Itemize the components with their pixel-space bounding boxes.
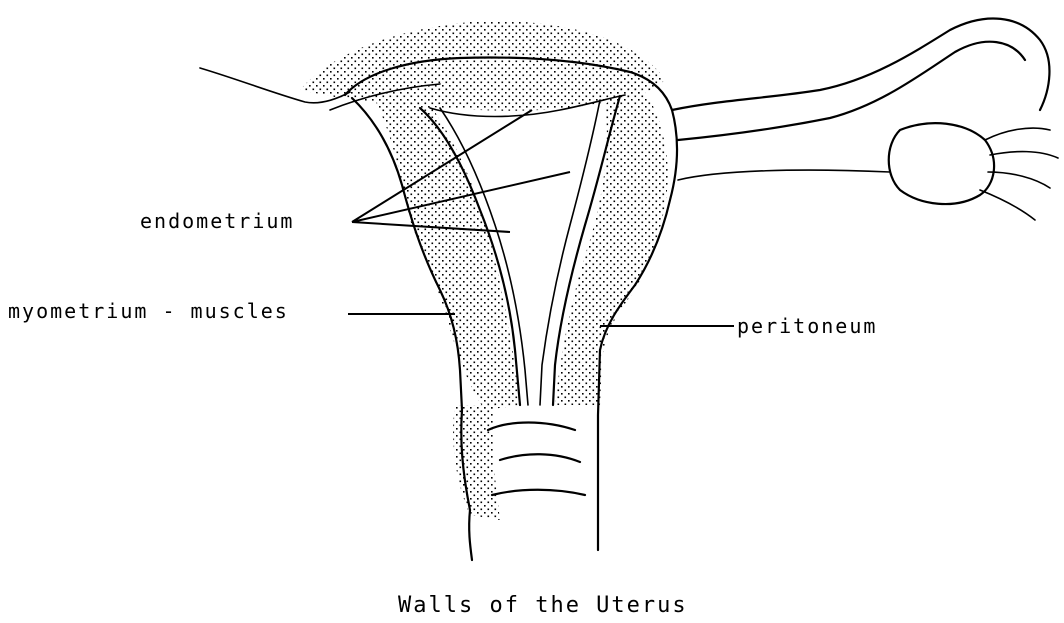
- label-myometrium: myometrium - muscles: [8, 299, 289, 323]
- cervix-fold-1: [488, 423, 575, 431]
- ovarian-ligament: [678, 170, 890, 180]
- fallopian-tube: [672, 19, 1049, 110]
- fundus-stippled-region: [300, 21, 665, 111]
- label-endometrium: endometrium: [140, 209, 294, 233]
- vaginal-canal-left: [469, 510, 472, 560]
- label-peritoneum: peritoneum: [737, 314, 877, 338]
- cervix-fold-2: [500, 454, 580, 462]
- cervix-fold-3: [492, 490, 585, 495]
- myometrium-left-stippled: [375, 100, 520, 410]
- fimbriae: [980, 128, 1058, 220]
- ovary: [889, 123, 994, 204]
- diagram-caption: Walls of the Uterus: [398, 593, 688, 618]
- fallopian-tube-inner: [678, 42, 1025, 140]
- cervix-stippled-region: [453, 405, 500, 520]
